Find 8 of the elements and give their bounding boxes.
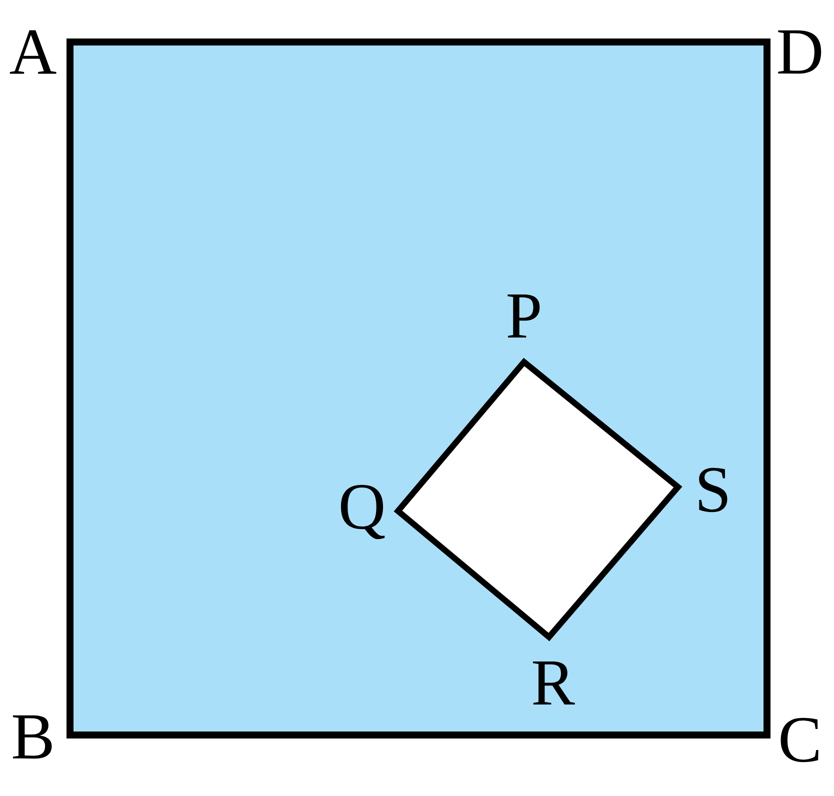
vertex-label: B [12, 715, 52, 759]
vertex-label: A [10, 30, 56, 74]
vertex-label: S [699, 468, 728, 512]
vertex-label: C [780, 718, 818, 762]
vertex-label: P [508, 294, 540, 338]
vertex-label: D [778, 30, 822, 74]
vertex-label: R [532, 661, 575, 705]
vertex-label: Q [340, 484, 385, 540]
